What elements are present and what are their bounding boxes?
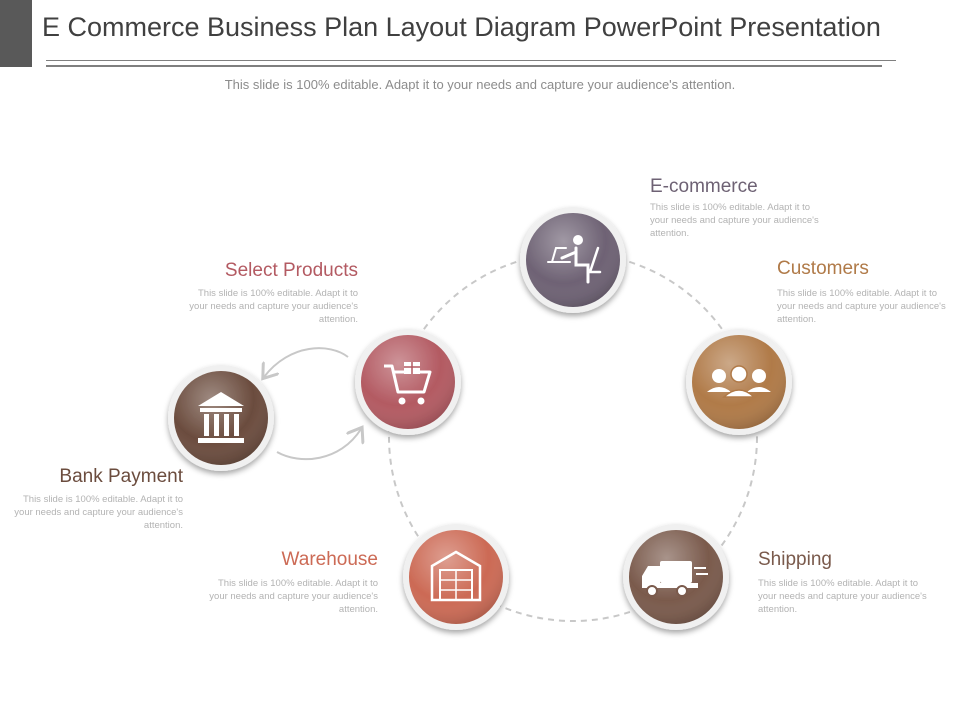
node-label-customers: Customers bbox=[777, 258, 869, 279]
arrow-to-products bbox=[276, 429, 361, 461]
node-label-bank-payment: Bank Payment bbox=[59, 466, 183, 487]
node-ecommerce bbox=[520, 207, 626, 313]
node-bank-payment bbox=[168, 365, 274, 471]
arrow-to-bank bbox=[264, 347, 349, 377]
node-desc-customers: This slide is 100% editable. Adapt it to… bbox=[777, 288, 946, 325]
shopping-cart-icon bbox=[384, 362, 432, 405]
node-desc-select-products: This slide is 100% editable. Adapt it to… bbox=[189, 288, 358, 325]
bank-icon bbox=[198, 392, 244, 443]
node-label-shipping: Shipping bbox=[758, 549, 832, 570]
warehouse-icon bbox=[430, 550, 482, 602]
delivery-truck-icon bbox=[642, 561, 708, 597]
dashed-cycle-ring bbox=[388, 252, 758, 622]
node-desc-shipping: This slide is 100% editable. Adapt it to… bbox=[758, 578, 927, 615]
node-desc-ecommerce: This slide is 100% editable. Adapt it to… bbox=[650, 202, 819, 239]
node-label-select-products: Select Products bbox=[224, 260, 358, 281]
subtitle: This slide is 100% editable. Adapt it to… bbox=[224, 77, 736, 92]
node-label-ecommerce: E-commerce bbox=[650, 176, 758, 197]
people-group-icon bbox=[707, 365, 771, 398]
title-divider-bold bbox=[46, 65, 882, 67]
node-desc-bank-payment: This slide is 100% editable. Adapt it to… bbox=[14, 494, 183, 531]
title-divider bbox=[46, 60, 896, 61]
corner-accent bbox=[0, 0, 32, 67]
node-select-products bbox=[355, 329, 461, 435]
node-label-warehouse: Warehouse bbox=[281, 549, 378, 570]
person-at-laptop-icon bbox=[547, 235, 602, 284]
node-desc-warehouse: This slide is 100% editable. Adapt it to… bbox=[209, 578, 378, 615]
page-title: E Commerce Business Plan Layout Diagram … bbox=[42, 12, 881, 42]
